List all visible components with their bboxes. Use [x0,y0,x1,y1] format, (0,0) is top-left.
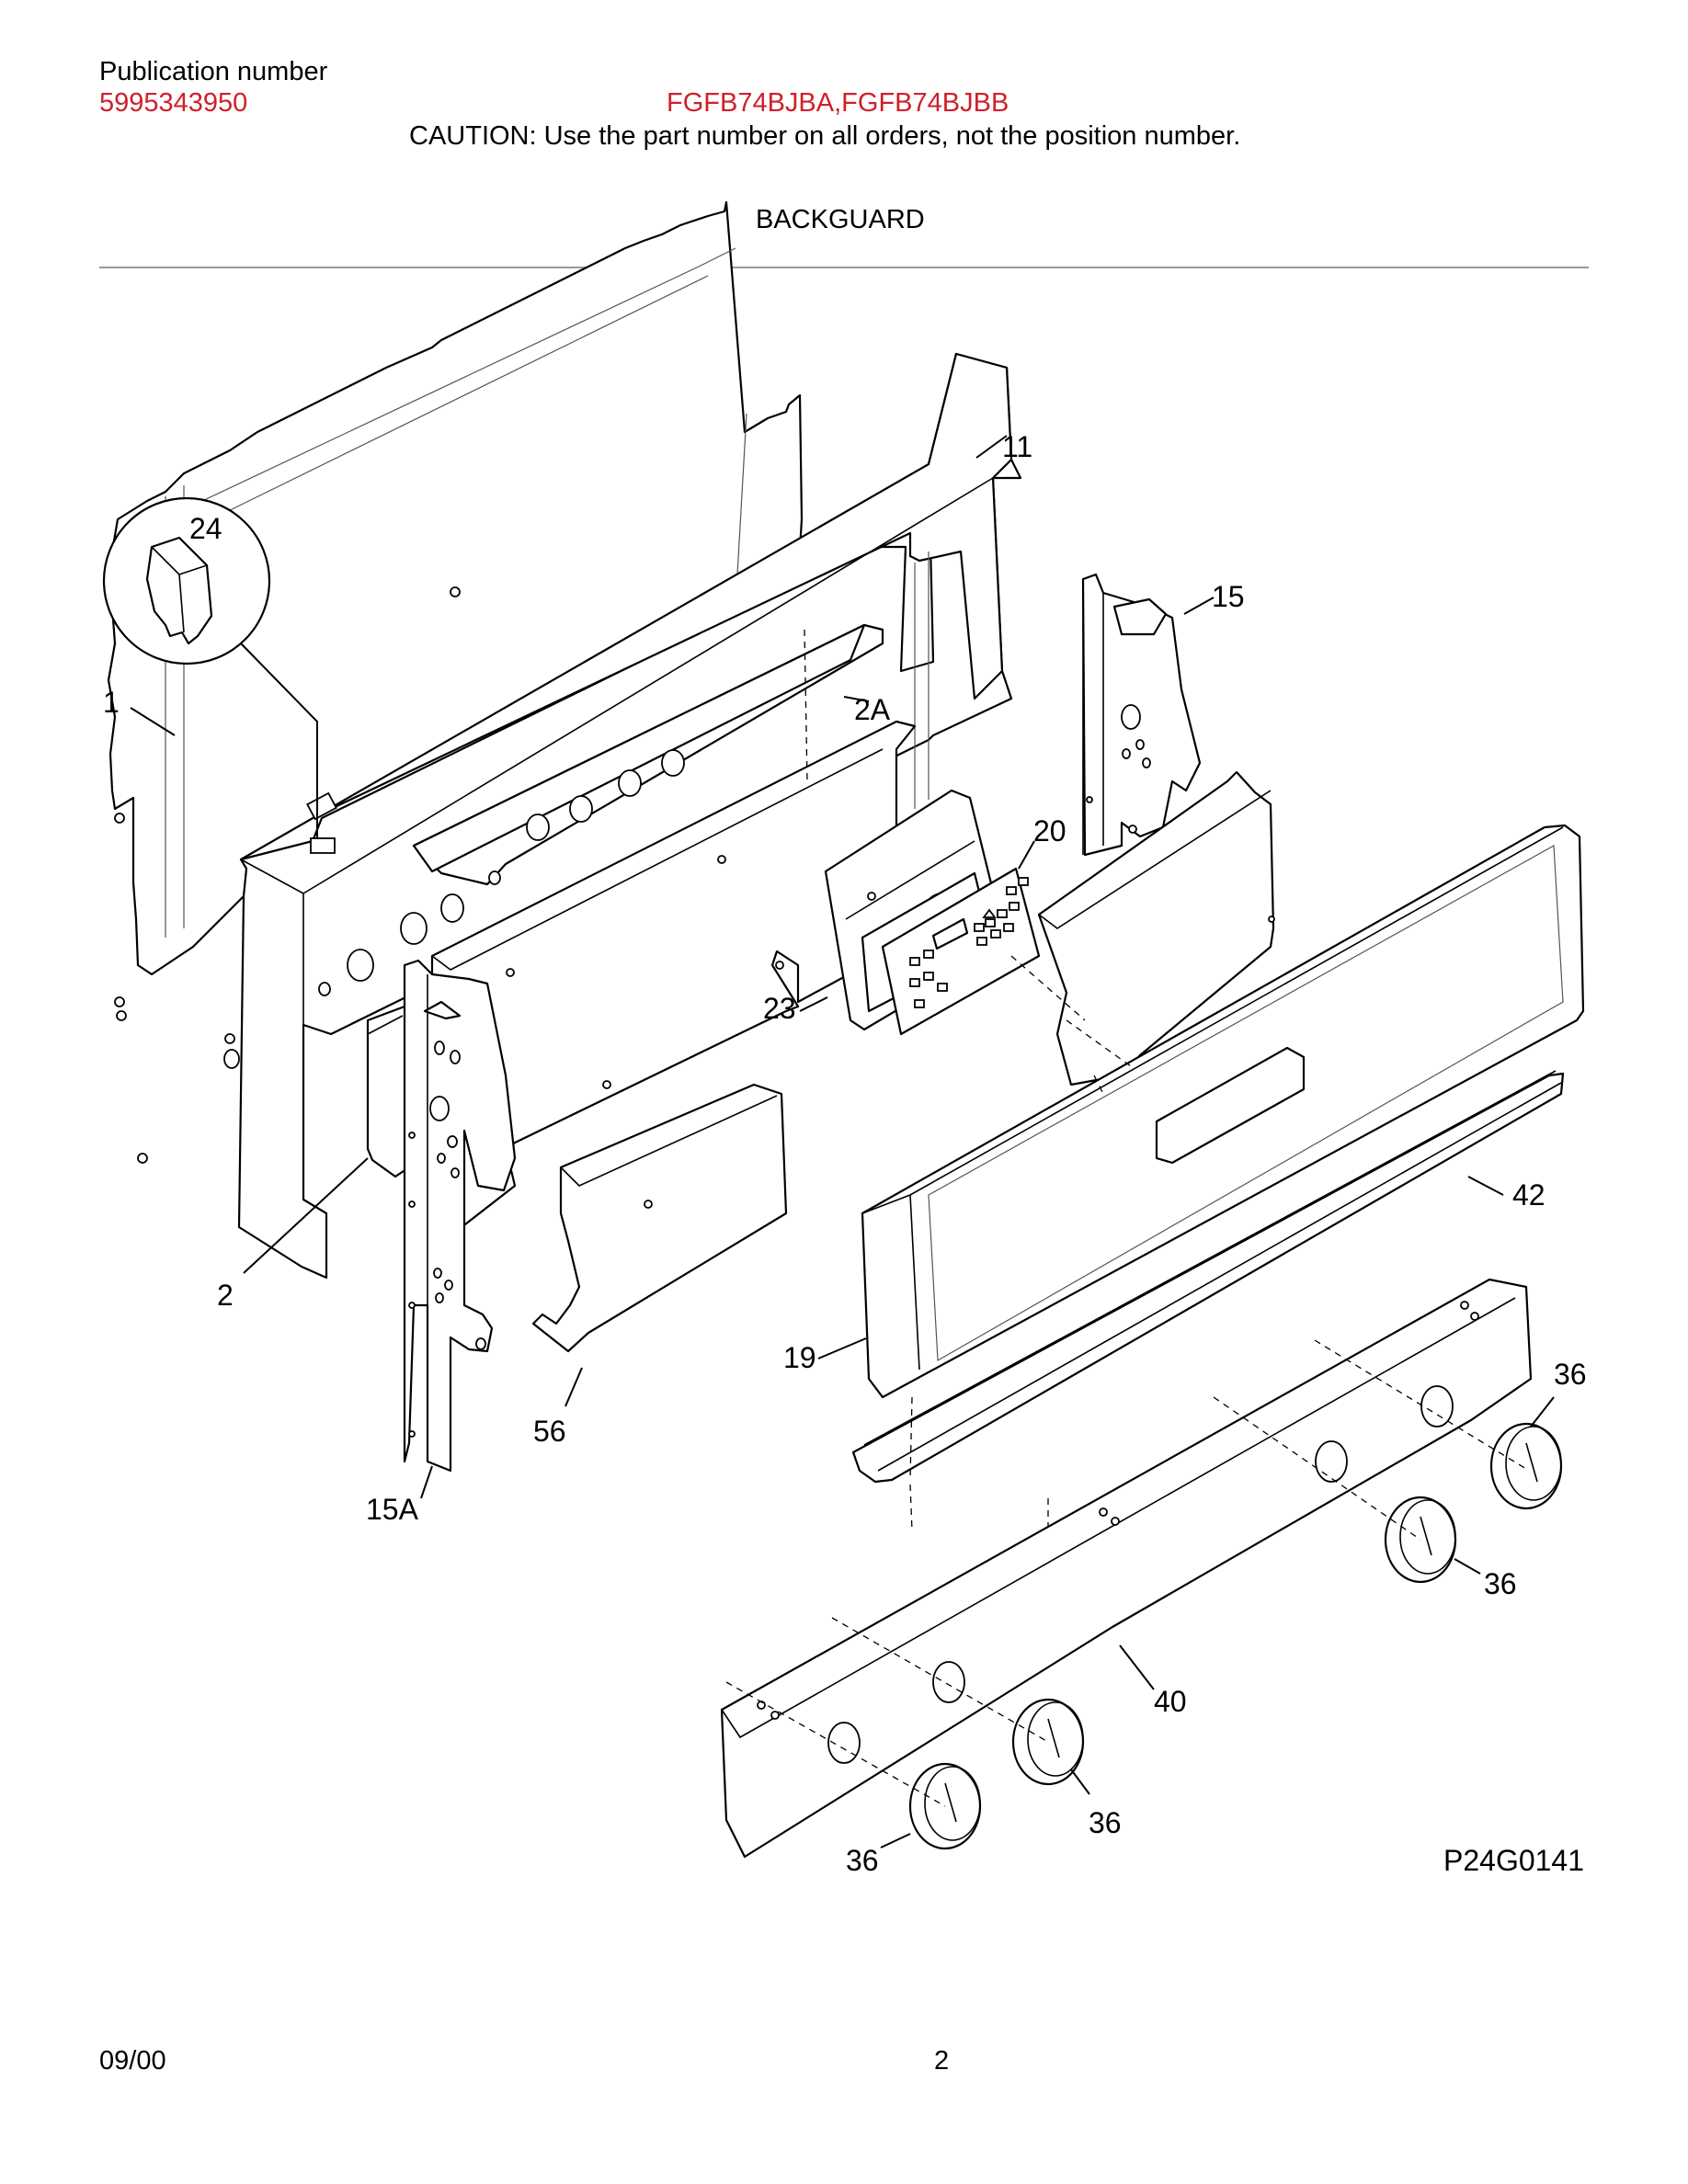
footer-date: 09/00 [99,2046,166,2076]
part-2A-inner-bracket [412,623,884,886]
callout-20: 20 [1033,814,1066,847]
callout-56: 56 [533,1415,566,1448]
header-divider [99,267,1589,268]
callout-24: 24 [189,512,222,545]
page-number: 2 [934,2046,950,2076]
control-overlay [881,867,1041,1036]
part-24-switch-inset [102,496,336,854]
alignment-lines [725,629,1527,1807]
caution-note: CAUTION: Use the part number on all orde… [409,121,1241,151]
callout-2: 2 [217,1279,234,1312]
callout-36-mid-right: 36 [1484,1567,1517,1600]
part-40-manifold-panel [720,1278,1533,1859]
callout-1: 1 [103,686,120,719]
part-15A-left-bracket [403,959,517,1473]
publication-label: Publication number [99,57,328,86]
callouts: 11 24 15 1 2A 20 23 2 42 19 56 36 15A 36… [103,430,1587,1877]
callout-40: 40 [1154,1685,1187,1718]
callout-36-bottom-left: 36 [846,1844,879,1877]
part-19-control-panel [861,824,1585,1399]
knob-1 [1489,1422,1563,1510]
model-numbers: FGFB74BJBA,FGFB74BJBB [667,88,1009,118]
callout-19: 19 [783,1341,816,1374]
callout-2A: 2A [854,693,891,726]
right-backguard-panel [1037,770,1275,1086]
callout-23: 23 [763,992,796,1025]
callout-11: 11 [1002,430,1032,463]
part-42-trim-strip [851,1070,1565,1484]
section-title: BACKGUARD [756,205,925,234]
part-56-lower-plate [531,1083,788,1353]
part-11-backguard-frame [223,352,1022,1280]
callout-36-mid-left: 36 [1089,1806,1122,1839]
drawing-id: P24G0141 [1443,1844,1584,1877]
overlay-buttons [909,877,1029,1008]
leader-lines [130,435,1555,1848]
publication-number: 5995343950 [99,88,248,118]
knob-3 [1011,1698,1085,1786]
part-2-side-bracket [366,1005,411,1178]
callout-36-top-right: 36 [1554,1358,1587,1391]
callout-42: 42 [1512,1178,1545,1211]
callout-15A: 15A [366,1493,419,1526]
part-15-right-bracket [1081,573,1202,857]
callout-15: 15 [1212,580,1245,613]
